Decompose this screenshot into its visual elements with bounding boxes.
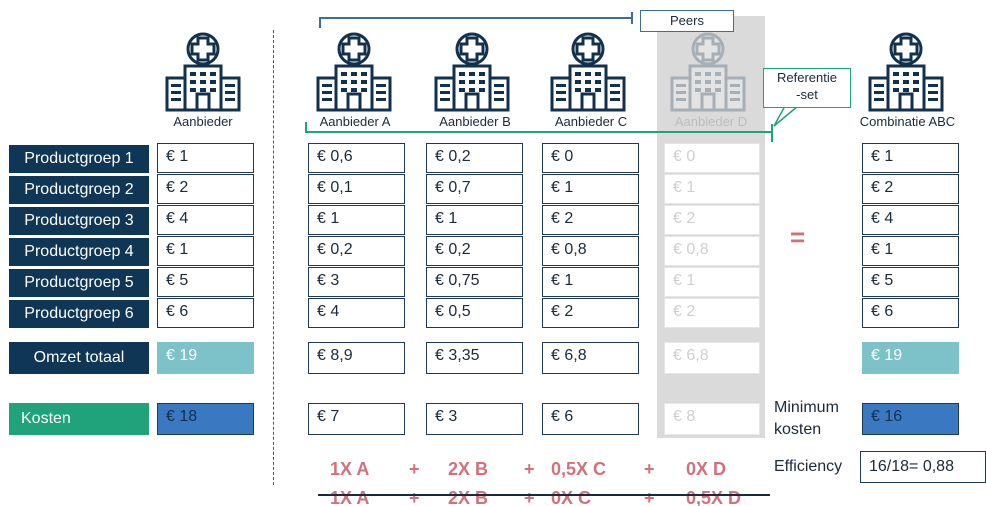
formula-plus: +: [644, 488, 655, 506]
formula-plus: +: [409, 459, 420, 479]
aanbieder-value: € 6: [157, 298, 254, 328]
peer-c-value: € 0,8: [542, 236, 639, 266]
productgroep-label: Productgroep 3: [9, 207, 149, 235]
productgroep-label: Productgroep 2: [9, 176, 149, 204]
peers-callout: Peers: [640, 10, 734, 32]
peer-d-value: € 2: [664, 298, 760, 328]
formula-plus: +: [524, 488, 535, 506]
formula-term: 0,5X D: [686, 488, 742, 506]
peer-d-value: € 2: [664, 205, 760, 235]
peer-label-d: Aanbieder D: [674, 114, 748, 129]
omzet-label: Omzet totaal: [9, 342, 149, 374]
peer-label-a: Aanbieder A: [319, 114, 391, 129]
kosten-label: Kosten: [9, 403, 149, 435]
formula-term: 1X A: [330, 459, 370, 479]
combinatie-value: € 6: [862, 298, 959, 328]
peer-a-value: € 3: [308, 267, 405, 297]
peer-c-kosten: € 6: [542, 403, 639, 435]
peer-c-value: € 1: [542, 174, 639, 204]
peer-c-value: € 2: [542, 205, 639, 235]
peer-d-value: € 1: [664, 267, 760, 297]
minimum-line-2: kosten: [774, 421, 822, 438]
combinatie-value: € 1: [862, 143, 959, 173]
referentie-callout: Referentie -set: [763, 68, 851, 108]
combinatie-value: € 2: [862, 174, 959, 204]
peer-a-value: € 0,1: [308, 174, 405, 204]
divider: [273, 30, 274, 485]
efficiency-label: Efficiency: [774, 458, 843, 475]
formula-term: 0X D: [686, 459, 727, 479]
formula-term: 0X C: [551, 488, 592, 506]
aanbieder-kosten: € 18: [157, 403, 254, 435]
peer-b-value: € 0,5: [426, 298, 523, 328]
formula-term: 0,5X C: [551, 459, 607, 479]
combinatie-value: € 4: [862, 205, 959, 235]
productgroep-label: Productgroep 5: [9, 269, 149, 297]
aanbieder-value: € 2: [157, 174, 254, 204]
peer-c-value: € 1: [542, 267, 639, 297]
formula-alt: 1X A + 2X B + 0X C + 0,5X D: [0, 488, 986, 506]
peer-b-value: € 0,7: [426, 174, 523, 204]
formula-term: 2X B: [448, 488, 489, 506]
peer-d-kosten: € 8: [664, 403, 760, 435]
peer-c-omzet: € 6,8: [542, 342, 639, 374]
peers-label: Peers: [670, 13, 704, 28]
aanbieder-label: Aanbieder: [173, 114, 233, 129]
peer-b-value: € 0,75: [426, 267, 523, 297]
peer-b-value: € 0,2: [426, 236, 523, 266]
formula-plus: +: [644, 459, 655, 479]
combinatie-kosten: € 16: [862, 403, 959, 435]
strike-line: [318, 494, 770, 496]
peer-a-value: € 1: [308, 205, 405, 235]
combinatie-label: Combinatie ABC: [859, 114, 956, 129]
peer-b-value: € 0,2: [426, 143, 523, 173]
efficiency-value: 16/18= 0,88: [860, 451, 986, 483]
formula-plus: +: [409, 488, 420, 506]
peer-c-value: € 2: [542, 298, 639, 328]
peer-c-value: € 0: [542, 143, 639, 173]
combinatie-value: € 5: [862, 267, 959, 297]
peer-b-kosten: € 3: [426, 403, 523, 435]
peer-a-kosten: € 7: [308, 403, 405, 435]
peer-a-value: € 0,2: [308, 236, 405, 266]
minimum-line-1: Minimum: [774, 399, 839, 416]
referentie-label-1: Referentie: [777, 70, 837, 85]
peer-d-value: € 0,8: [664, 236, 760, 266]
peer-d-omzet: € 6,8: [664, 342, 760, 374]
formula-term: 1X A: [330, 488, 370, 506]
peer-label-b: Aanbieder B: [439, 114, 511, 129]
referentie-label-2: -set: [796, 87, 818, 102]
equals-sign: =: [790, 222, 806, 252]
peer-a-omzet: € 8,9: [308, 342, 405, 374]
aanbieder-value: € 1: [157, 143, 254, 173]
peer-a-value: € 4: [308, 298, 405, 328]
formula-plus: +: [524, 459, 535, 479]
peer-a-value: € 0,6: [308, 143, 405, 173]
aanbieder-value: € 1: [157, 236, 254, 266]
aanbieder-omzet: € 19: [157, 342, 254, 374]
aanbieder-value: € 5: [157, 267, 254, 297]
aanbieder-value: € 4: [157, 205, 254, 235]
combinatie-omzet: € 19: [862, 342, 959, 374]
peer-d-value: € 0: [664, 143, 760, 173]
peer-d-value: € 1: [664, 174, 760, 204]
combinatie-value: € 1: [862, 236, 959, 266]
peer-b-value: € 1: [426, 205, 523, 235]
productgroep-label: Productgroep 4: [9, 238, 149, 266]
productgroep-label: Productgroep 1: [9, 145, 149, 173]
peer-b-omzet: € 3,35: [426, 342, 523, 374]
formula-term: 2X B: [448, 459, 489, 479]
peers-bracket: [305, 12, 799, 142]
productgroep-label: Productgroep 6: [9, 300, 149, 328]
minimum-kosten-label: Minimum kosten: [774, 397, 839, 441]
peer-label-c: Aanbieder C: [554, 114, 628, 129]
